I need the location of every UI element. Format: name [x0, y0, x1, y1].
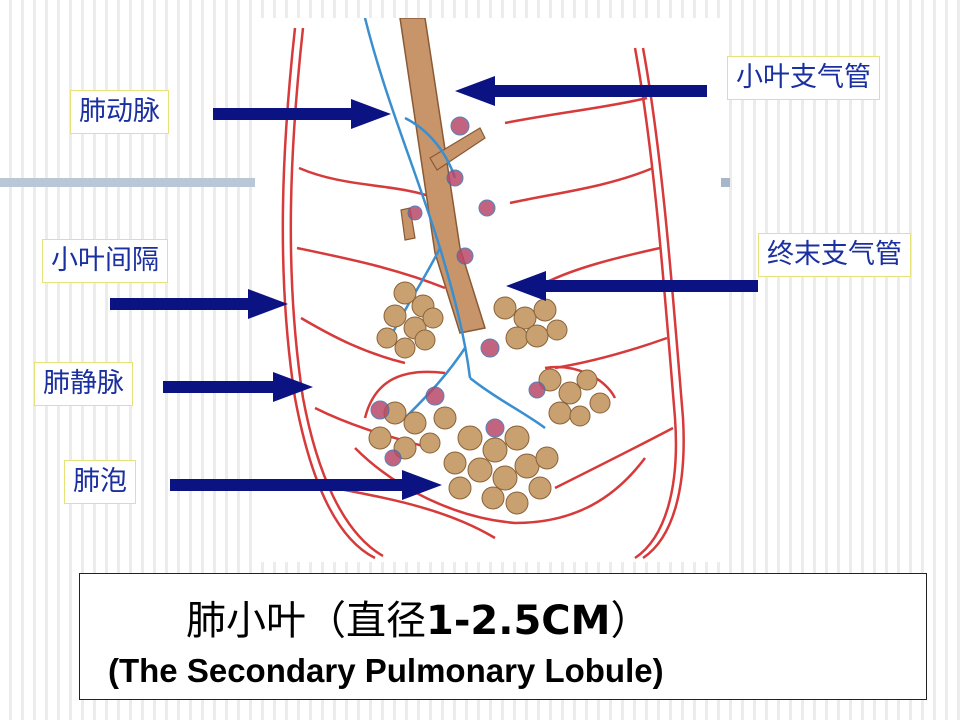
alveoli-clusters [368, 281, 611, 515]
caption-box: 肺小叶（直径1-2.5CM） (The Secondary Pulmonary … [79, 573, 927, 700]
arrow-left-icon [455, 76, 707, 106]
label-pulmonary-artery: 肺动脉 [70, 90, 169, 134]
label-terminal-bronchus: 终末支气管 [758, 233, 911, 277]
caption-size-range: 1-2.5CM [426, 598, 611, 644]
arrow-right-icon [163, 372, 313, 402]
arrow-right-icon [213, 99, 391, 129]
label-interlobular-septum: 小叶间隔 [42, 239, 168, 283]
lobular-bronchus-shape [399, 18, 486, 334]
label-alveolus: 肺泡 [64, 460, 136, 504]
label-lobular-bronchus: 小叶支气管 [727, 56, 880, 100]
caption-english-title: (The Secondary Pulmonary Lobule) [108, 652, 664, 689]
label-pulmonary-vein: 肺静脉 [34, 362, 133, 406]
arrow-right-icon [170, 470, 442, 500]
arrow-right-icon [110, 289, 288, 319]
capillary-networks [370, 116, 546, 467]
slide-divider-end [720, 178, 730, 187]
caption-chinese-title: 肺小叶（直径1-2.5CM） [186, 598, 651, 644]
lobule-diagram-svg [281, 18, 685, 560]
arrow-left-icon [506, 271, 758, 301]
